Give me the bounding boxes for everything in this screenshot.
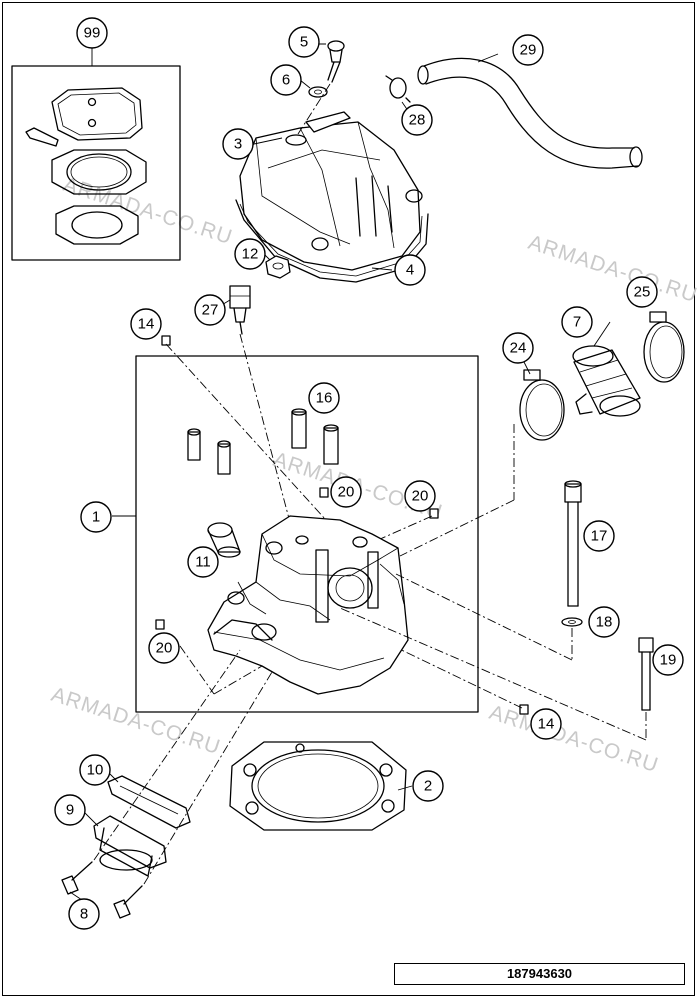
svg-text:6: 6 xyxy=(282,72,290,89)
svg-text:14: 14 xyxy=(138,316,155,333)
svg-text:9: 9 xyxy=(66,802,74,819)
callout-4: 4 xyxy=(394,254,426,286)
callout-7: 7 xyxy=(561,306,593,338)
intake-flange xyxy=(572,345,641,417)
head-gasket xyxy=(229,741,407,831)
callout-19: 19 xyxy=(652,644,684,676)
callout-14-top: 14 xyxy=(130,308,162,340)
svg-text:27: 27 xyxy=(202,302,219,319)
watermark-1: ARMADA-CO.RU xyxy=(60,173,235,249)
callout-6: 6 xyxy=(270,64,302,96)
svg-text:16: 16 xyxy=(316,390,333,407)
gasket-kit-box xyxy=(11,46,181,261)
callouts: 1 2 3 4 5 6 7 8 9 10 11 12 14 14 16 17 1… xyxy=(54,17,684,930)
svg-text:8: 8 xyxy=(80,906,88,923)
callout-24: 24 xyxy=(502,332,534,364)
intake-gasket xyxy=(107,775,191,829)
head-bolt-long xyxy=(395,480,583,661)
callout-27: 27 xyxy=(194,294,226,326)
svg-text:7: 7 xyxy=(573,314,581,331)
svg-text:29: 29 xyxy=(520,42,537,59)
svg-text:20: 20 xyxy=(338,484,355,501)
callout-28: 28 xyxy=(401,104,433,136)
svg-text:25: 25 xyxy=(634,284,651,301)
callout-17: 17 xyxy=(583,520,615,552)
callout-18: 18 xyxy=(588,606,620,638)
callout-11: 11 xyxy=(187,546,219,578)
callout-29: 29 xyxy=(512,34,544,66)
svg-text:99: 99 xyxy=(84,25,101,42)
valve-cover-gasket xyxy=(235,199,429,283)
svg-text:12: 12 xyxy=(242,246,259,263)
screw-and-washer xyxy=(297,40,345,135)
callout-16: 16 xyxy=(308,382,340,414)
intake-insert xyxy=(207,522,241,558)
callout-10: 10 xyxy=(79,754,111,786)
svg-text:17: 17 xyxy=(591,528,608,545)
callout-99: 99 xyxy=(76,17,108,49)
head-bolt-short xyxy=(339,607,654,741)
valve-cover xyxy=(239,111,423,271)
hose-clamp-25 xyxy=(643,311,685,383)
svg-text:2: 2 xyxy=(424,778,432,795)
svg-text:10: 10 xyxy=(87,762,104,779)
watermark-5: ARMADA-CO.RU xyxy=(486,701,661,777)
svg-text:19: 19 xyxy=(660,652,677,669)
valve-guides xyxy=(187,408,339,475)
svg-text:20: 20 xyxy=(412,488,429,505)
hose-clamp-24 xyxy=(399,369,565,557)
callout-1: 1 xyxy=(80,501,112,533)
callout-9: 9 xyxy=(54,794,86,826)
intake-screws xyxy=(61,649,273,919)
nut xyxy=(265,255,291,279)
callout-8: 8 xyxy=(68,898,100,930)
svg-text:5: 5 xyxy=(300,34,308,51)
callout-3: 3 xyxy=(222,128,254,160)
svg-text:11: 11 xyxy=(195,554,211,571)
svg-text:1: 1 xyxy=(92,509,100,526)
svg-text:20: 20 xyxy=(156,640,173,657)
callout-20-right: 20 xyxy=(404,480,436,512)
cylinder-head-box xyxy=(112,355,479,713)
callout-12: 12 xyxy=(234,238,266,270)
callout-14-bottom: 14 xyxy=(530,708,562,740)
svg-text:4: 4 xyxy=(406,262,414,279)
svg-text:3: 3 xyxy=(234,136,242,153)
intake-manifold xyxy=(93,815,167,877)
callout-2: 2 xyxy=(412,770,444,802)
document-number: 187943630 xyxy=(394,963,685,985)
callout-20-center: 20 xyxy=(330,476,362,508)
svg-text:18: 18 xyxy=(596,614,613,631)
callout-25: 25 xyxy=(626,276,658,308)
svg-text:24: 24 xyxy=(510,340,527,357)
watermark-2: ARMADA-CO.RU xyxy=(525,231,699,307)
callout-20-left: 20 xyxy=(148,632,180,664)
svg-text:28: 28 xyxy=(409,112,426,129)
breather-hose xyxy=(385,57,643,169)
cylinder-head xyxy=(207,515,409,695)
callout-5: 5 xyxy=(288,26,320,58)
svg-text:14: 14 xyxy=(538,716,555,733)
